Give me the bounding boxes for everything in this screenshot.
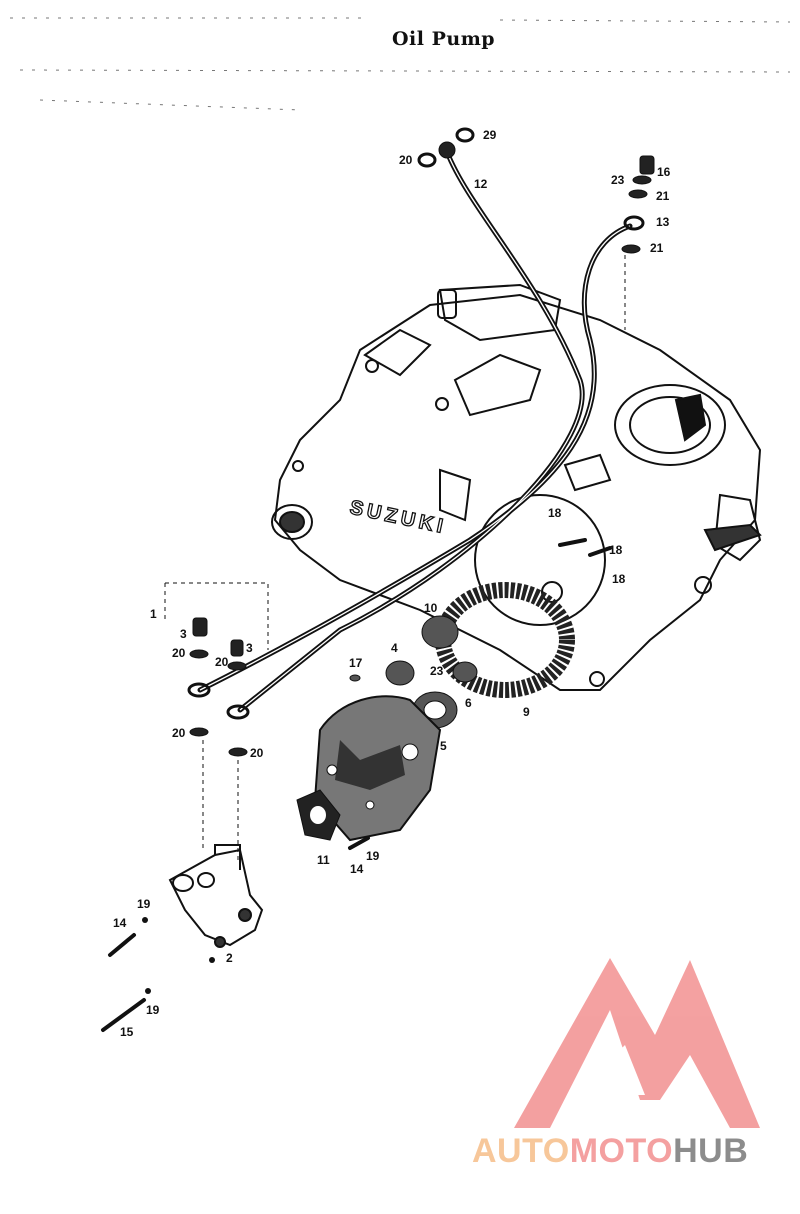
pipe-fittings xyxy=(187,127,655,757)
crankcase xyxy=(271,283,762,691)
callout-20: 20 xyxy=(399,153,413,167)
watermark-auto: AUTO xyxy=(472,1132,570,1170)
callout-5: 5 xyxy=(440,739,447,753)
callout-20c: 20 xyxy=(172,726,186,740)
pump-gears xyxy=(349,615,478,729)
oil-pump-body xyxy=(168,844,264,948)
callout-18b: 18 xyxy=(609,543,623,557)
callout-labels: 29 20 12 16 23 21 13 21 18 18 18 10 4 23… xyxy=(113,128,671,1039)
callout-10: 10 xyxy=(424,601,438,615)
callout-3a: 3 xyxy=(180,627,187,641)
callout-4: 4 xyxy=(391,641,398,655)
callout-6: 6 xyxy=(465,696,472,710)
callout-19a: 19 xyxy=(366,849,380,863)
case-brand-lettering: SUZUKI xyxy=(348,497,449,539)
callout-9: 9 xyxy=(523,705,530,719)
callout-21b: 21 xyxy=(650,241,664,255)
scan-noise xyxy=(10,17,791,111)
callout-2: 2 xyxy=(226,951,233,965)
callout-20a: 20 xyxy=(172,646,186,660)
callout-18a: 18 xyxy=(548,506,562,520)
watermark-hub: HUB xyxy=(673,1132,749,1170)
callout-19c: 19 xyxy=(146,1003,160,1017)
callout-16: 16 xyxy=(657,165,671,179)
callout-13: 13 xyxy=(656,215,670,229)
callout-17: 17 xyxy=(349,656,363,670)
callout-21: 21 xyxy=(656,189,670,203)
pump-cover-plate xyxy=(313,695,442,842)
callout-14b: 14 xyxy=(113,916,127,930)
watermark-moto: MOTO xyxy=(569,1132,674,1170)
kit-boundary xyxy=(164,255,626,860)
callout-15: 15 xyxy=(120,1025,134,1039)
watermark-wordmark: AUTOMOTOHUB xyxy=(472,1132,748,1171)
small-washers xyxy=(142,917,215,994)
callout-11: 11 xyxy=(317,853,330,867)
callout-20b: 20 xyxy=(215,655,229,669)
callout-1: 1 xyxy=(150,607,157,621)
callout-3b: 3 xyxy=(246,641,253,655)
callout-19b: 19 xyxy=(137,897,151,911)
callout-20d: 20 xyxy=(250,746,264,760)
callout-29: 29 xyxy=(483,128,497,142)
page-title: Oil Pump xyxy=(392,28,496,50)
callout-18c: 18 xyxy=(612,572,626,586)
callout-12: 12 xyxy=(474,177,488,191)
callout-23b: 23 xyxy=(430,664,444,678)
callout-23: 23 xyxy=(611,173,625,187)
bolts xyxy=(101,538,612,1032)
callout-14a: 14 xyxy=(350,862,364,876)
watermark-logo xyxy=(514,958,760,1128)
